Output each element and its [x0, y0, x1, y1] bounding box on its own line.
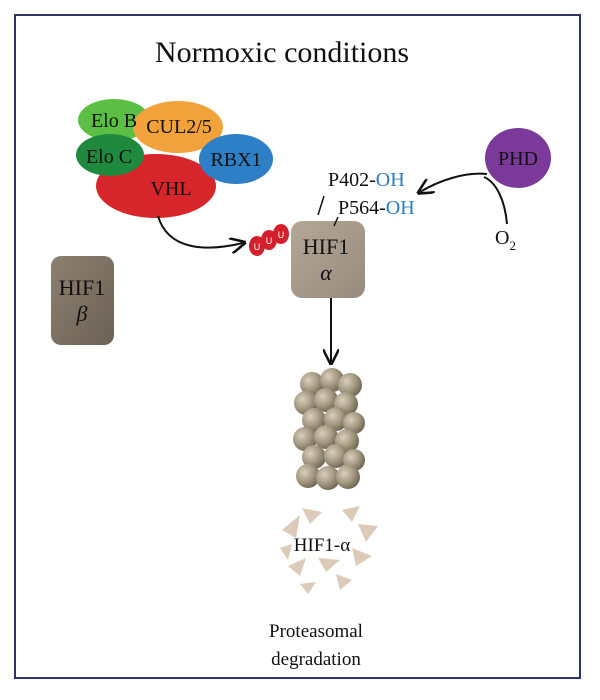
oxygen-subscript: 2 [509, 238, 516, 253]
ubiquitin-2 [261, 230, 277, 250]
hif1-alpha-box [291, 221, 365, 298]
degraded-fragments [280, 506, 378, 594]
oxygen-branch [483, 176, 508, 225]
ubiquitin-1 [249, 236, 265, 256]
degradation-line2: degradation [271, 649, 361, 670]
elo-b-label: Elo B [91, 110, 137, 132]
diagram-title: Normoxic conditions [155, 36, 409, 69]
elo-c-label: Elo C [86, 146, 132, 168]
proteasome [293, 368, 365, 490]
degradation-line1: Proteasomal [269, 621, 363, 642]
ubiquitin-2-label: U [266, 236, 273, 246]
p402-bond [317, 195, 325, 216]
p564-prefix: P564- [338, 197, 386, 219]
p402-prefix: P402- [328, 169, 376, 191]
elo-c-shape [76, 134, 144, 176]
hydroxylation-sites: P402-OH P564-OH [317, 169, 415, 227]
ubiquitin-chain: U U U [249, 224, 289, 256]
phd-label: PHD [498, 148, 538, 170]
vhl-ubiquitination-arrow [157, 215, 243, 248]
cul-label: CUL2/5 [146, 116, 212, 138]
hif1-alpha-line1: HIF1 [303, 234, 349, 259]
oxygen-symbol: O [495, 227, 509, 249]
p564-bond [333, 216, 339, 227]
hif1-alpha-line2: α [320, 260, 332, 285]
ubiquitin-3-label: U [278, 230, 285, 240]
vhl-complex: Elo B CUL2/5 Elo C RBX1 VHL [76, 99, 273, 218]
hif1-alpha-protein: HIF1 α [291, 221, 365, 298]
hif1-beta-protein: HIF1 β [51, 256, 114, 345]
ubiquitin-3 [273, 224, 289, 244]
hif1-beta-line1: HIF1 [59, 275, 105, 300]
phd-shape [485, 128, 551, 188]
rbx1-label: RBX1 [210, 149, 261, 171]
hif1-beta-line2: β [76, 301, 88, 326]
p564-label: P564-OH [338, 197, 415, 219]
elo-b-shape [78, 99, 150, 141]
vhl-label: VHL [150, 178, 191, 200]
phd-hydroxylation-arrow [420, 172, 488, 192]
rbx1-shape [199, 134, 273, 184]
p402-oh: OH [376, 169, 405, 191]
fragment-label: HIF1-α [294, 535, 350, 556]
p564-oh: OH [386, 197, 415, 219]
ubiquitin-1-label: U [254, 242, 261, 252]
p402-label: P402-OH [328, 169, 405, 191]
phd-enzyme: PHD [485, 128, 551, 188]
oxygen-label: O2 [495, 227, 516, 253]
cul-shape [133, 101, 223, 153]
hif1-beta-box [51, 256, 114, 345]
